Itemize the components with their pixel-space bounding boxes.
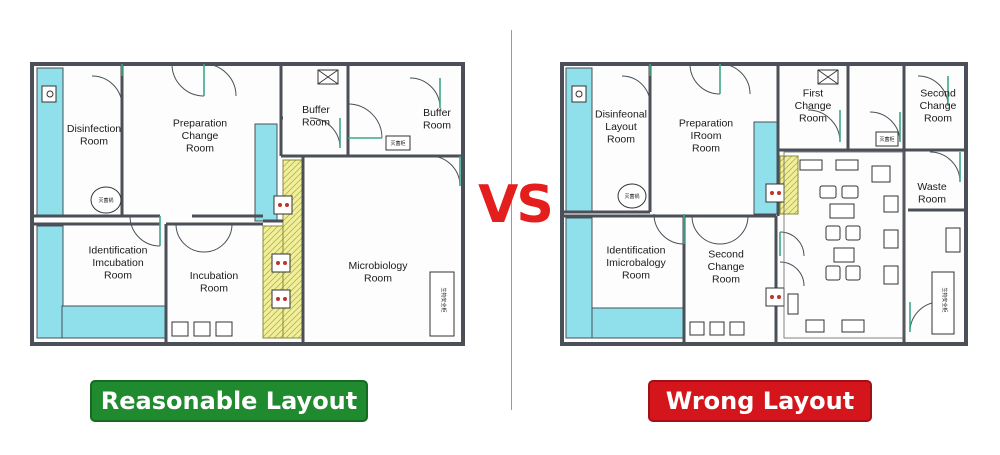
room-label-line: Room xyxy=(80,135,108,147)
left-sink xyxy=(41,85,57,103)
left-doors xyxy=(91,63,461,253)
room-label-line: Preparation xyxy=(173,118,227,130)
room-label-line: Imcubation xyxy=(92,257,144,269)
left-pass-box-b xyxy=(385,135,411,151)
reasonable-layout-badge: Reasonable Layout xyxy=(90,380,368,422)
room-label-line: Identification xyxy=(89,245,148,257)
room-label-line: Change xyxy=(795,100,832,112)
left-water-strip xyxy=(61,305,167,339)
right-lab-furniture xyxy=(783,151,905,339)
room-label-line: Change xyxy=(920,100,957,112)
left-cabinet-label: 生物安全柜 xyxy=(440,287,447,312)
room-label-line: Room xyxy=(423,119,451,131)
right-pass-box-b xyxy=(875,131,899,147)
room-label-line: Incubation xyxy=(190,270,239,282)
room-label-line: Room xyxy=(607,134,635,146)
left-water-zone-bottom xyxy=(36,225,64,339)
room-label-line: IRoom xyxy=(691,130,722,142)
room-label-line: Identification xyxy=(607,245,666,257)
room-label-line: Disinfeonal xyxy=(595,109,647,121)
room-label-line: First xyxy=(803,88,823,100)
room-label-line: Microbiology xyxy=(349,260,409,272)
room-label-line: Room xyxy=(622,270,650,282)
room-label-line: Room xyxy=(200,282,228,294)
right-round-unit xyxy=(617,183,647,209)
right-cabinet xyxy=(931,271,955,335)
left-round-unit xyxy=(90,186,122,214)
right-waste-unit xyxy=(945,227,961,253)
right-incubators xyxy=(689,321,745,336)
room-label-line: Layout xyxy=(605,121,637,133)
right-water-zone-bottom xyxy=(565,217,593,339)
room-label-line: Preparation xyxy=(679,118,733,130)
left-hatched-corridor-lower xyxy=(262,225,284,339)
room-label-line: Room xyxy=(712,274,740,286)
room-label-line: Disinfection xyxy=(67,123,121,135)
right-round-unit-label: 灭菌锅 xyxy=(624,193,639,200)
room-label-line: Room xyxy=(104,270,132,282)
room-label-line: Room xyxy=(799,113,827,125)
room-label-line: Room xyxy=(918,193,946,205)
center-divider xyxy=(511,30,512,410)
room-label-line: Room xyxy=(924,113,952,125)
left-hatched-corridor xyxy=(282,159,304,339)
room-label-line: Waste xyxy=(917,181,947,193)
vs-label: VS xyxy=(478,175,554,235)
left-pass-box-b-label: 灭菌柜 xyxy=(390,140,405,147)
room-label-line: Room xyxy=(302,116,330,128)
room-label-line: Change xyxy=(182,130,219,142)
room-label-line: Second xyxy=(920,88,956,100)
room-label-line: Room xyxy=(186,143,214,155)
left-cabinet xyxy=(429,271,455,337)
left-interlock-boxes xyxy=(271,195,293,309)
room-label-line: Room xyxy=(364,272,392,284)
room-label-line: Buffer xyxy=(302,104,330,116)
right-water-strip xyxy=(591,307,685,339)
room-label-line: Room xyxy=(692,143,720,155)
right-cabinet-label: 生物安全柜 xyxy=(941,287,948,312)
right-sink xyxy=(571,85,587,103)
room-label-line: Change xyxy=(708,261,745,273)
left-outer-wall xyxy=(30,62,465,346)
wrong-layout-badge: Wrong Layout xyxy=(648,380,872,422)
left-incubators xyxy=(171,321,233,337)
room-label-line: Imicrobalogy xyxy=(606,257,666,269)
right-outer-wall xyxy=(560,62,968,346)
right-pass-box-b-label: 灭菌柜 xyxy=(879,136,894,143)
right-interlock-boxes xyxy=(765,183,785,307)
left-round-unit-label: 灭菌锅 xyxy=(98,197,113,204)
room-label-line: Buffer xyxy=(423,107,451,119)
room-label-line: Second xyxy=(708,249,744,261)
right-doors xyxy=(621,63,961,333)
